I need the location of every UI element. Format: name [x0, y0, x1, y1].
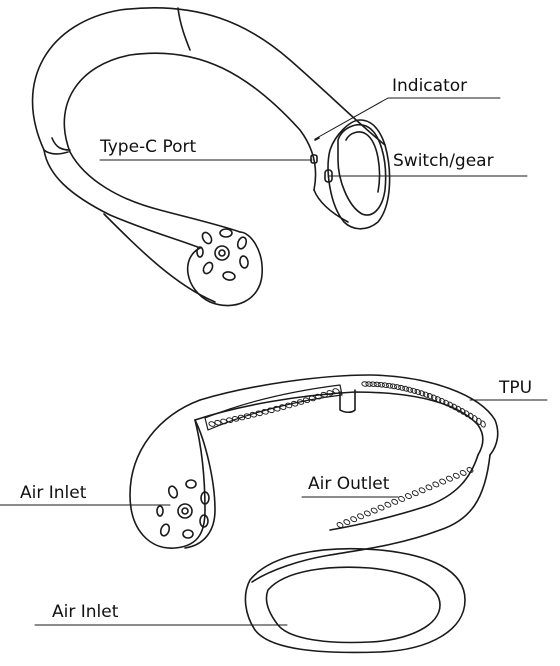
vent-hole [389, 383, 397, 390]
vent-hole [249, 411, 257, 418]
vent-holes [208, 381, 486, 528]
bottom-right-arm-outer [329, 454, 491, 556]
vent-hole [472, 415, 478, 423]
bottom-callout-lines [0, 399, 548, 626]
vent-hole [377, 504, 385, 511]
top-band-inner [63, 52, 317, 191]
vent-hole [476, 417, 482, 425]
type-c-port-shape [310, 154, 318, 164]
vent-hole [398, 384, 406, 391]
vent-hole [422, 391, 430, 398]
tpu-label: TPU [499, 378, 533, 398]
vent-hole [369, 381, 377, 387]
vent-hole [414, 388, 422, 396]
bottom-band-inner [194, 391, 484, 456]
vent-hole [261, 409, 269, 415]
vent-hole [377, 381, 385, 388]
vent-hole [418, 390, 426, 397]
vent-hole [237, 414, 246, 421]
vent-hole [394, 384, 402, 390]
bottom-band-outer [199, 374, 499, 456]
vent-hole [232, 416, 240, 422]
vent-hole [384, 501, 392, 508]
vent-hole [350, 516, 358, 523]
neck-fan-bottom-view [129, 374, 499, 654]
tpu-joint [339, 389, 356, 414]
vent-hole [320, 391, 328, 398]
vent-hole [446, 475, 453, 482]
vent-hole [291, 400, 299, 407]
vent-hole [398, 496, 406, 502]
vent-hole [273, 405, 281, 412]
vent-hole [411, 490, 419, 497]
vent-hole [391, 498, 399, 505]
vent-hole [363, 510, 371, 517]
bottom-right-arm-inner [329, 454, 479, 531]
top-pod-center-hole [214, 245, 230, 261]
top-band-seam [177, 7, 191, 51]
vent-hole [361, 381, 369, 387]
vent-hole [385, 382, 393, 389]
vent-hole [343, 519, 351, 526]
vent-hole [439, 478, 447, 485]
vent-hole [255, 410, 263, 417]
vent-hole [285, 402, 293, 409]
bottom-pod-center-hole [177, 503, 193, 519]
bottom-battery-cap [265, 566, 441, 644]
vent-hole [406, 386, 414, 393]
vent-hole [425, 484, 433, 491]
bottom-left-pod [129, 399, 206, 549]
vent-hole [243, 413, 251, 419]
top-right-arm [313, 189, 349, 223]
vent-hole [279, 404, 287, 410]
switch-gear-label: Switch/gear [393, 151, 494, 171]
vent-hole [381, 382, 389, 388]
vent-hole [426, 393, 434, 400]
left-vent-strip [204, 384, 343, 431]
neck-fan-top-view [31, 6, 391, 307]
vent-hole [432, 481, 440, 488]
vent-hole [336, 522, 344, 528]
vent-hole [267, 407, 275, 414]
vent-hole [208, 421, 216, 427]
top-right-pod-shell [327, 119, 391, 230]
vent-hole [410, 387, 418, 394]
bottom-battery-pod [244, 547, 466, 654]
vent-hole [466, 467, 474, 473]
vent-hole [459, 469, 467, 476]
top-battery-cap [337, 124, 387, 216]
vent-hole [370, 507, 378, 514]
indicator-label: Indicator [392, 76, 468, 96]
vent-hole [302, 397, 311, 404]
vent-hole [404, 493, 412, 499]
vent-hole [308, 395, 316, 402]
vent-hole [418, 487, 426, 494]
top-left-arm-inner [69, 151, 241, 233]
indicator-leader [314, 97, 501, 140]
vent-hole [452, 472, 460, 479]
vent-hole [314, 393, 322, 400]
top-callout-lines [99, 97, 528, 177]
air-inlet-left-label: Air Inlet [20, 483, 87, 503]
vent-hole [226, 417, 234, 423]
vent-hole [332, 388, 340, 394]
top-band-outer [31, 6, 386, 151]
top-left-arm-outer [43, 149, 201, 249]
vent-hole [214, 419, 222, 426]
vent-hole [326, 390, 334, 396]
top-indicator-mark [314, 137, 320, 141]
air-outlet-label: Air Outlet [308, 474, 390, 494]
type-c-port-label: Type-C Port [100, 137, 197, 157]
vent-hole [402, 385, 410, 392]
vent-hole [297, 399, 305, 405]
vent-hole [373, 381, 381, 388]
vent-hole [365, 381, 373, 387]
air-inlet-bottom-label: Air Inlet [52, 602, 119, 622]
vent-hole [220, 418, 228, 425]
vent-hole [357, 513, 364, 520]
vent-hole [480, 420, 486, 428]
top-left-pod [186, 231, 263, 307]
